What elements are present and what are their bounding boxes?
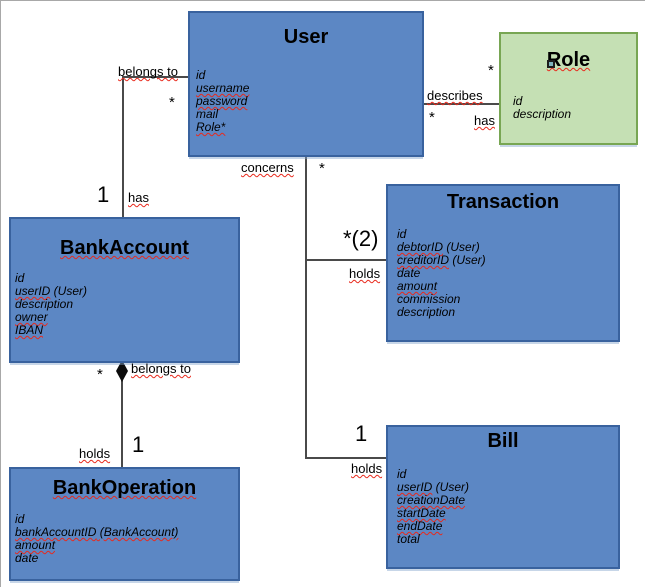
multiplicity-star-bankaccount-bottom: * [97, 366, 103, 383]
selection-handle-icon[interactable] [547, 60, 555, 68]
entity-attribute: id [397, 467, 407, 481]
label-concerns: concerns [241, 160, 294, 175]
multiplicity-star-two-transaction: *(2) [343, 226, 379, 251]
multiplicity-star-role-side: * [488, 62, 494, 79]
entity-attribute: endDate [397, 519, 443, 533]
connector-bankaccount-bankoperation [121, 363, 123, 467]
entity-attribute: total [397, 532, 420, 546]
connector-user-bankaccount-vertical [122, 76, 124, 217]
label-has-role: has [474, 113, 495, 128]
entity-attribute: username [196, 81, 250, 95]
label-holds-transaction: holds [349, 266, 381, 281]
entity-attribute: date [15, 551, 39, 565]
entity-attribute: description [397, 305, 456, 319]
entity-attribute: id [15, 271, 25, 285]
multiplicity-star-user-side: * [429, 109, 435, 126]
entity-bankoperation-title: BankOperation [52, 477, 197, 499]
entity-attribute: owner [15, 310, 48, 324]
multiplicity-star-user-bottom: * [319, 160, 325, 177]
multiplicity-one-bill: 1 [355, 421, 368, 446]
entity-attribute: amount [397, 279, 438, 293]
entity-attribute: bankAccountID (BankAccount) [15, 525, 179, 539]
connector-user-trunk-vertical [305, 157, 307, 459]
entity-attribute: commission [397, 292, 461, 306]
label-describes: describes [427, 88, 483, 103]
entity-attribute: id [513, 94, 523, 108]
label-holds-bill: holds [351, 461, 383, 476]
entity-attribute: id [15, 512, 25, 526]
entity-attribute: debtorID (User) [397, 240, 480, 254]
entity-attribute: userID (User) [15, 284, 88, 298]
connector-user-transaction [305, 259, 386, 261]
entity-user-title: User [283, 26, 329, 48]
multiplicity-one-bankaccount: 1 [97, 182, 110, 207]
entity-attribute: creationDate [397, 493, 466, 507]
entity-attribute: Role* [196, 120, 226, 134]
connector-user-role [424, 103, 499, 105]
label-has-bankaccount: has [128, 190, 149, 205]
entity-attribute: creditorID (User) [397, 253, 486, 267]
entity-attribute: password [196, 94, 248, 108]
label-holds-bankoperation: holds [79, 446, 111, 461]
entity-attribute: date [397, 266, 421, 280]
connector-user-bankaccount-horizontal [122, 76, 188, 78]
label-belongs-to-bankoperation: belongs to [131, 361, 191, 376]
entity-attribute: startDate [397, 506, 446, 520]
entity-attribute: mail [196, 107, 219, 121]
entity-attribute: userID (User) [397, 480, 470, 494]
connector-user-bill [305, 457, 386, 459]
entity-attribute: id [196, 68, 206, 82]
entity-role-title: Role [546, 49, 591, 71]
entity-bankaccount-title: BankAccount [60, 237, 189, 259]
entity-attribute: description [15, 297, 74, 311]
composition-diamond-icon [116, 360, 128, 382]
entity-transaction-title: Transaction [446, 191, 560, 213]
entity-attribute: IBAN [15, 323, 44, 337]
multiplicity-star-user-left: * [169, 94, 175, 111]
entity-bill-title: Bill [487, 430, 519, 452]
multiplicity-one-bankoperation: 1 [132, 432, 145, 457]
label-belongs-to-user-bankaccount: belongs to [118, 64, 178, 79]
entity-attribute: amount [15, 538, 56, 552]
entity-attribute: id [397, 227, 407, 241]
entity-attribute: description [513, 107, 572, 121]
